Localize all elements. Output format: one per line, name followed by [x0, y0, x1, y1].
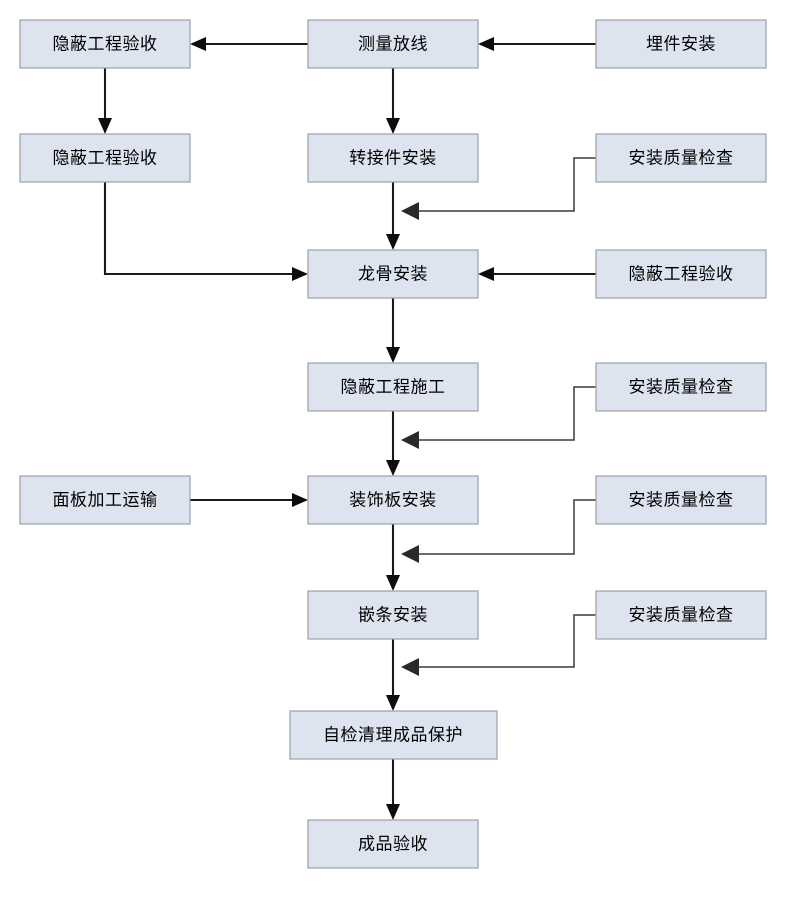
node-chengpin-yanshou[interactable]: 成品验收 — [307, 819, 479, 869]
node-zhuangshiban-anzhuang[interactable]: 装饰板安装 — [307, 475, 479, 525]
node-box[interactable] — [307, 19, 479, 69]
node-anzhuang-zhiliang-jiancha-1[interactable]: 安装质量检查 — [595, 133, 767, 183]
node-box[interactable] — [19, 133, 191, 183]
node-anzhuang-zhiliang-jiancha-2[interactable]: 安装质量检查 — [595, 362, 767, 412]
edge-yinbishigong-to-zhuangshiban — [386, 411, 400, 476]
node-label: 安装质量检查 — [629, 377, 734, 396]
node-box[interactable] — [595, 590, 767, 640]
node-label: 隐蔽工程施工 — [341, 377, 446, 396]
node-label: 自检清理成品保护 — [323, 725, 463, 744]
node-label: 转接件安装 — [349, 148, 437, 167]
node-layer: 隐蔽工程验收 测量放线 埋件安装 隐蔽工程验收 转接件安装 安装质量检查 — [19, 19, 767, 869]
edge-feedback-quality-1 — [401, 157, 596, 220]
node-box[interactable] — [307, 590, 479, 640]
edge-layer — [98, 37, 596, 820]
edge-celiang-to-zhuanjie — [386, 68, 400, 134]
edge-feedback-quality-3 — [401, 499, 596, 563]
node-box[interactable] — [307, 249, 479, 299]
node-celiang-fangxian[interactable]: 测量放线 — [307, 19, 479, 69]
node-yinbi-gongcheng-yanshou-3[interactable]: 隐蔽工程验收 — [595, 249, 767, 299]
edge-yinbi3-to-longgu — [478, 267, 596, 281]
node-longgu-anzhuang[interactable]: 龙骨安装 — [307, 249, 479, 299]
edge-celiang-to-yinbi1 — [190, 37, 308, 51]
node-box[interactable] — [307, 362, 479, 412]
node-label: 测量放线 — [358, 34, 428, 53]
edge-maijian-to-celiang — [478, 37, 596, 51]
node-box[interactable] — [595, 133, 767, 183]
node-label: 安装质量检查 — [629, 148, 734, 167]
node-box[interactable] — [595, 19, 767, 69]
node-box[interactable] — [289, 710, 498, 760]
node-label: 安装质量检查 — [629, 490, 734, 509]
node-box[interactable] — [307, 133, 479, 183]
edge-mianban-to-zhuangshiban — [190, 493, 308, 507]
node-label: 隐蔽工程验收 — [53, 34, 158, 53]
node-maijian-anzhuang[interactable]: 埋件安装 — [595, 19, 767, 69]
edge-longgu-to-yinbishigong — [386, 298, 400, 363]
node-label: 面板加工运输 — [53, 490, 158, 509]
node-yinbi-gongcheng-yanshou-2[interactable]: 隐蔽工程验收 — [19, 133, 191, 183]
node-anzhuang-zhiliang-jiancha-3[interactable]: 安装质量检查 — [595, 475, 767, 525]
edge-feedback-quality-4 — [401, 614, 596, 676]
node-box[interactable] — [19, 475, 191, 525]
edge-zhuangshiban-to-qiantiao — [386, 524, 400, 591]
node-label: 埋件安装 — [646, 34, 716, 53]
edge-yinbi1-to-yinbi2 — [98, 68, 112, 134]
node-label: 嵌条安装 — [358, 605, 428, 624]
edge-zhuanjie-to-longgu — [386, 182, 400, 250]
edge-yinbi2-to-longgu — [103, 182, 308, 281]
node-yinbi-gongcheng-yanshou-1[interactable]: 隐蔽工程验收 — [19, 19, 191, 69]
node-yinbi-gongcheng-shigong[interactable]: 隐蔽工程施工 — [307, 362, 479, 412]
node-box[interactable] — [595, 362, 767, 412]
node-box[interactable] — [595, 475, 767, 525]
node-anzhuang-zhiliang-jiancha-4[interactable]: 安装质量检查 — [595, 590, 767, 640]
edge-qiantiao-to-zijian — [386, 639, 400, 711]
node-label: 隐蔽工程验收 — [53, 148, 158, 167]
node-label: 龙骨安装 — [358, 264, 428, 283]
node-label: 安装质量检查 — [629, 605, 734, 624]
node-label: 隐蔽工程验收 — [629, 264, 734, 283]
edge-feedback-quality-2 — [401, 386, 596, 449]
node-box[interactable] — [307, 475, 479, 525]
node-box[interactable] — [307, 819, 479, 869]
node-label: 装饰板安装 — [349, 490, 437, 509]
node-box[interactable] — [595, 249, 767, 299]
node-zijian-qingli-chengpin-baohu[interactable]: 自检清理成品保护 — [289, 710, 498, 760]
node-zhuanjiejian-anzhuang[interactable]: 转接件安装 — [307, 133, 479, 183]
node-label: 成品验收 — [358, 834, 428, 853]
node-mianban-jiagong-yunshu[interactable]: 面板加工运输 — [19, 475, 191, 525]
node-qiantiao-anzhuang[interactable]: 嵌条安装 — [307, 590, 479, 640]
edge-zijian-to-chengpin — [386, 759, 400, 820]
node-box[interactable] — [19, 19, 191, 69]
